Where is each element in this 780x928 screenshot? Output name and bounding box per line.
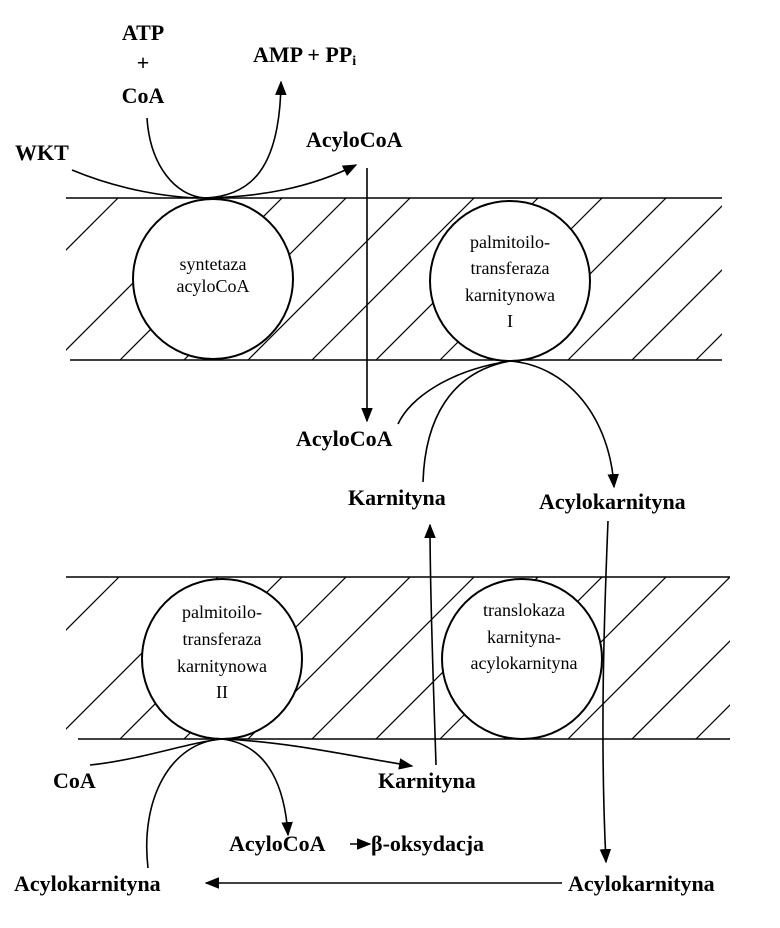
cpt2-label-3: karnitynowa (177, 656, 267, 676)
acylokarnityna-import-arrow (599, 520, 612, 864)
cpt2-label-2: transferaza (183, 629, 262, 649)
translocase-label-1: translokaza (483, 600, 565, 620)
karnityna-from-cpt1-curve (422, 360, 511, 483)
enzyme-synthetase: syntetaza acyloCoA (132, 198, 294, 360)
cpt1-label-4: I (507, 311, 513, 331)
cpt2-label-4: II (216, 682, 228, 702)
synthetase-label-1: syntetaza (180, 254, 247, 274)
amp-ppi-label: AMP + PPi (253, 42, 356, 69)
karnityna-export-arrow (424, 523, 437, 766)
translocase-label-3: acylokarnityna (471, 653, 578, 673)
cpt1-label-1: palmitoilo- (470, 232, 550, 252)
acylokarnityna-mid-label: Acylokarnityna (539, 489, 686, 514)
acylocoa-out-arrow (221, 738, 293, 837)
acylocoa-to-cpt1-curve (397, 360, 511, 425)
cpt1-label-3: karnitynowa (465, 285, 555, 305)
karnityna-out-arrow (221, 738, 414, 770)
acylocoa-bottom-label: AcyloCoA (229, 831, 326, 856)
wkt-label: WKT (15, 140, 69, 165)
inner-membrane (66, 576, 730, 740)
atp-coa-input-curve (146, 117, 206, 199)
beta-oxidation-label: β-oksydacja (371, 831, 484, 856)
acylokarnityna-out-arrow (509, 360, 619, 489)
acylokarnityna-input-curve (146, 738, 223, 869)
coa-top-label: CoA (122, 83, 165, 108)
translocase-label-2: karnityna- (487, 627, 561, 647)
amp-ppi-output-arrow (204, 80, 287, 199)
wkt-input-curve (71, 169, 206, 199)
cpt2-label-1: palmitoilo- (182, 602, 262, 622)
karnityna-mid-label: Karnityna (348, 485, 446, 510)
outer-membrane (66, 197, 722, 361)
acylokarnityna-bottom-right-label: Acylokarnityna (568, 871, 715, 896)
coa-bottom-label: CoA (53, 768, 96, 793)
synthetase-label-2: acyloCoA (177, 276, 250, 296)
cpt1-label-2: transferaza (471, 258, 550, 278)
enzyme-cpt1: palmitoilo- transferaza karnitynowa I (429, 200, 591, 362)
acylokarnityna-bottom-left-label: Acylokarnityna (14, 871, 161, 896)
atp-label: ATP (122, 20, 164, 45)
acylocoa-top-label: AcyloCoA (306, 127, 403, 152)
enzyme-cpt2: palmitoilo- transferaza karnitynowa II (141, 578, 303, 740)
acylocoa-output-arrow (204, 164, 358, 199)
acylocoa-mid-label: AcyloCoA (296, 426, 393, 451)
enzyme-translocase: translokaza karnityna- acylokarnityna (441, 578, 603, 740)
karnityna-bottom-label: Karnityna (378, 768, 476, 793)
plus-label: + (137, 50, 150, 75)
